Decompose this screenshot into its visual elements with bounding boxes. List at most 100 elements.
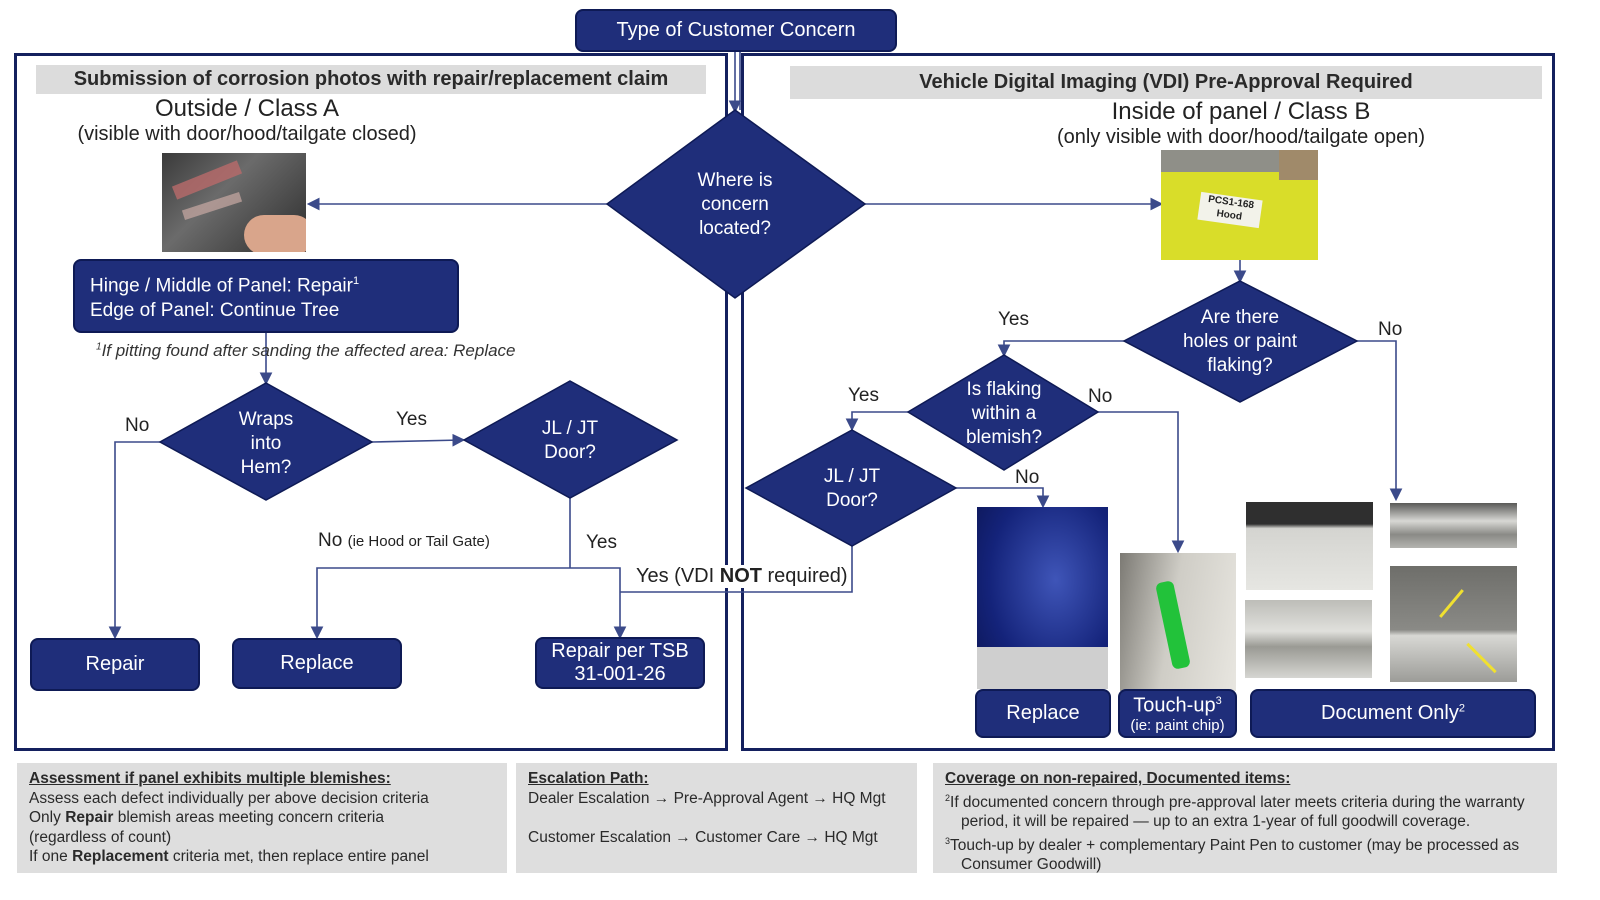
assessment-line-1: Assess each defect individually per abov…	[29, 789, 429, 807]
assessment-line-2: Only Repair blemish areas meeting concer…	[29, 808, 495, 828]
where-line-2: concern	[701, 194, 769, 215]
pitting-footnote: 1If pitting found after sanding the affe…	[96, 341, 516, 361]
holes-no-label: No	[1378, 319, 1403, 340]
document-label: Document Only	[1321, 702, 1459, 724]
document-only-button[interactable]: Document Only2	[1250, 689, 1536, 738]
tsb-line-1: Repair per TSB	[551, 640, 689, 662]
escalation-line-2: Customer Escalation → Customer Care → HQ…	[528, 828, 878, 846]
assess2-pre: Only	[29, 809, 66, 826]
connector-jl-right-yes	[620, 546, 853, 593]
diamond-jl-left	[462, 380, 679, 499]
holes-yes-label: Yes	[998, 309, 1029, 330]
wraps-no-label: No	[125, 415, 150, 436]
wraps-line-3: Hem?	[240, 457, 292, 478]
jl-no-label: No (ie Hood or Tail Gate)	[318, 530, 490, 552]
document-photo-3	[1390, 503, 1517, 548]
left-class-title: Outside / Class A	[154, 95, 340, 122]
right-header-text: Vehicle Digital Imaging (VDI) Pre-Approv…	[919, 71, 1413, 93]
connector-flaking-yes	[845, 411, 908, 432]
title-text: Type of Customer Concern	[616, 19, 856, 41]
jl-left-line-1: JL / JT	[541, 418, 599, 439]
wraps-line-2: into	[250, 433, 282, 454]
panel-location-info-box: Hinge / Middle of Panel: Repair1 Edge of…	[73, 259, 459, 333]
touchup-sup: 3	[1215, 695, 1222, 708]
escalation-heading: Escalation Path:	[528, 770, 649, 787]
flaking-line-3: blemish?	[965, 427, 1043, 448]
document-photo-1	[1246, 502, 1373, 590]
left-header-bar: Submission of corrosion photos with repa…	[36, 65, 706, 94]
jl-no-text: No	[318, 530, 343, 551]
right-header-bar: Vehicle Digital Imaging (VDI) Pre-Approv…	[790, 66, 1542, 99]
coverage-sup3: 3	[945, 835, 951, 846]
document-photo-2	[1245, 600, 1372, 678]
repair-label: Repair	[85, 653, 145, 675]
coverage-line-1b: period, it will be repaired — up to an e…	[961, 813, 1471, 831]
holes-line-2: holes or paint	[1182, 331, 1298, 352]
diamond-wraps-hem	[158, 382, 374, 501]
left-header-text: Submission of corrosion photos with repa…	[73, 68, 669, 90]
replace-right-button[interactable]: Replace	[975, 689, 1111, 738]
diamond-where-located	[605, 109, 867, 299]
repair-button[interactable]: Repair	[30, 638, 200, 691]
flaking-no-label: No	[1088, 386, 1113, 407]
connector-wraps-no	[108, 441, 160, 640]
connector-jl-yes	[570, 567, 627, 640]
left-class-subtitle: (visible with door/hood/tailgate closed)	[77, 123, 417, 145]
connector-jl-no	[310, 567, 570, 640]
assess2-post: blemish areas meeting concern criteria	[113, 809, 384, 826]
replace-left-button[interactable]: Replace	[232, 638, 402, 689]
vdi-not: NOT	[719, 565, 762, 587]
right-panel	[741, 53, 1555, 751]
info-line-hinge: Hinge / Middle of Panel: Repair	[90, 275, 353, 297]
coverage-line-1: 2If documented concern through pre-appro…	[945, 789, 1545, 813]
coverage-sup2: 2	[945, 792, 951, 803]
holes-line-3: flaking?	[1207, 355, 1273, 376]
jl-right-no-label: No	[1015, 467, 1040, 488]
escalation-box: Escalation Path: Dealer Escalation → Pre…	[516, 763, 917, 873]
coverage-box: Coverage on non-repaired, Documented ite…	[933, 763, 1557, 873]
replace-left-label: Replace	[280, 652, 354, 674]
escalation-line-1: Dealer Escalation → Pre-Approval Agent →…	[528, 789, 886, 807]
coverage-line2-text: Touch-up by dealer + complementary Paint…	[950, 836, 1520, 854]
tsb-line-2: 31-001-26	[574, 663, 666, 685]
coverage-line-2b: Consumer Goodwill)	[961, 856, 1102, 874]
assess4-bold: Replacement	[72, 848, 169, 865]
wraps-hem-text: Wraps into Hem?	[206, 408, 326, 480]
jl-right-text: JL / JT Door?	[792, 465, 912, 513]
coverage-heading: Coverage on non-repaired, Documented ite…	[945, 770, 1291, 787]
diamond-flaking-blemish	[906, 354, 1100, 471]
where-line-1: Where is	[697, 170, 773, 191]
repair-tsb-button[interactable]: Repair per TSB 31-001-26	[535, 637, 705, 689]
connector-jl-right-no	[956, 487, 1050, 509]
flaking-blemish-text: Is flaking within a blemish?	[944, 378, 1064, 450]
sticker-label: PCS1-168 Hood	[1197, 191, 1263, 229]
touchup-button[interactable]: Touch-up3 (ie: paint chip)	[1118, 689, 1237, 738]
vdi-not-required-label: Yes (VDI NOT required)	[634, 565, 850, 588]
document-photo-4	[1390, 566, 1517, 682]
title-box: Type of Customer Concern	[575, 9, 897, 52]
jl-left-text: JL / JT Door?	[510, 417, 630, 465]
where-line-3: located?	[699, 218, 771, 239]
touchup-sub: (ie: paint chip)	[1130, 716, 1225, 734]
assessment-line-4: If one Replacement criteria met, then re…	[29, 847, 495, 867]
diamond-jl-right	[744, 429, 958, 547]
pitting-footnote-text: If pitting found after sanding the affec…	[101, 341, 516, 360]
holes-flaking-text: Are there holes or paint flaking?	[1165, 306, 1315, 378]
coverage-line-2: 3Touch-up by dealer + complementary Pain…	[945, 832, 1545, 856]
holes-line-1: Are there	[1200, 307, 1280, 328]
outside-corrosion-photo	[162, 153, 306, 252]
touchup-photo	[1120, 553, 1236, 691]
right-class-title: Inside of panel / Class B	[1111, 98, 1371, 125]
vdi-post: required)	[761, 565, 848, 587]
assess4-post: criteria met, then replace entire panel	[168, 848, 429, 865]
assess2-bold: Repair	[65, 809, 114, 826]
jl-yes-label: Yes	[586, 532, 617, 553]
jl-right-line-1: JL / JT	[823, 466, 881, 487]
connector-holes-yes	[997, 340, 1124, 358]
diamond-holes-flaking	[1122, 280, 1359, 403]
info-sup: 1	[352, 275, 360, 288]
touchup-label: Touch-up	[1133, 694, 1216, 717]
wraps-yes-label: Yes	[396, 409, 427, 430]
replace-photo	[977, 507, 1108, 689]
